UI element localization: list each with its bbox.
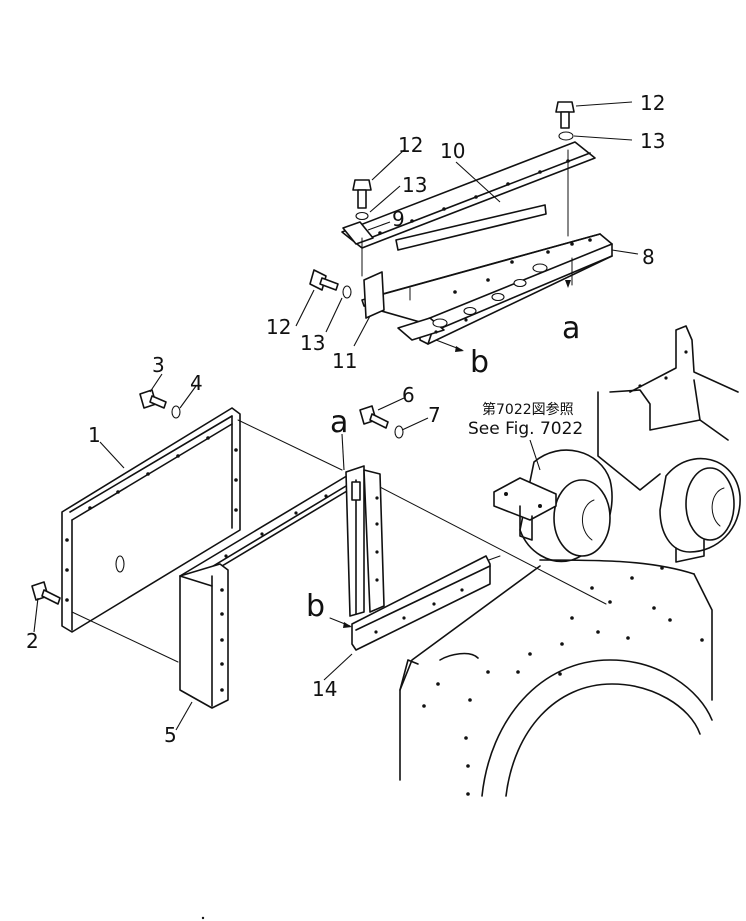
label-part-12-left: 12 bbox=[266, 315, 291, 339]
label-part-4: 4 bbox=[190, 371, 203, 395]
machine-body bbox=[399, 325, 741, 797]
label-part-14: 14 bbox=[312, 677, 337, 701]
label-part-7: 7 bbox=[428, 403, 441, 427]
label-part-8: 8 bbox=[642, 245, 655, 269]
label-part-5: 5 bbox=[164, 723, 177, 747]
label-part-10: 10 bbox=[440, 139, 465, 163]
bracket-part-11 bbox=[363, 271, 385, 319]
reference-english: See Fig. 7022 bbox=[468, 419, 583, 439]
label-part-9: 9 bbox=[392, 207, 405, 231]
label-part-12-top: 12 bbox=[640, 91, 665, 115]
label-part-6: 6 bbox=[402, 383, 415, 407]
upper-bracket-assembly bbox=[341, 141, 613, 352]
plate-part-14 bbox=[329, 555, 491, 651]
bolt-12-top-right bbox=[555, 101, 575, 141]
figure-reference: 第7022図参照 See Fig. 7022 bbox=[468, 401, 583, 471]
marker-b-mid: b bbox=[306, 589, 325, 624]
label-part-12-mid: 12 bbox=[398, 133, 423, 157]
washer-part-7 bbox=[394, 425, 404, 439]
label-part-1: 1 bbox=[88, 423, 101, 447]
part-labels: 12 13 12 13 9 10 8 12 13 11 3 4 1 2 5 6 … bbox=[26, 91, 665, 747]
bolt-part-2 bbox=[31, 581, 61, 605]
label-part-2: 2 bbox=[26, 629, 39, 653]
marker-b-top: b bbox=[470, 345, 489, 380]
marker-a-top: a bbox=[562, 311, 580, 346]
plate-part-9 bbox=[342, 221, 374, 245]
leader-lines bbox=[33, 101, 639, 731]
marker-a-mid: a bbox=[330, 405, 348, 440]
connection-markers: a b a b bbox=[306, 311, 580, 624]
bolt-12-left bbox=[309, 269, 352, 299]
frame-slot bbox=[115, 555, 125, 573]
bolt-part-3 bbox=[139, 389, 181, 419]
bolt-12-mid bbox=[352, 179, 372, 221]
washer-part-4 bbox=[171, 405, 181, 419]
post-part-5 bbox=[179, 563, 229, 709]
channel-part-8 bbox=[361, 233, 613, 345]
washer-13-top-right bbox=[558, 131, 574, 141]
label-part-13-left: 13 bbox=[300, 331, 325, 355]
label-part-13-top: 13 bbox=[640, 129, 665, 153]
label-part-11: 11 bbox=[332, 349, 357, 373]
label-part-3: 3 bbox=[152, 353, 165, 377]
label-part-13-mid: 13 bbox=[402, 173, 427, 197]
reference-japanese: 第7022図参照 bbox=[482, 401, 574, 418]
posts-right bbox=[345, 465, 385, 617]
strip-part-10 bbox=[341, 141, 596, 251]
bolt-part-6 bbox=[359, 405, 404, 439]
scan-dot bbox=[201, 916, 205, 920]
